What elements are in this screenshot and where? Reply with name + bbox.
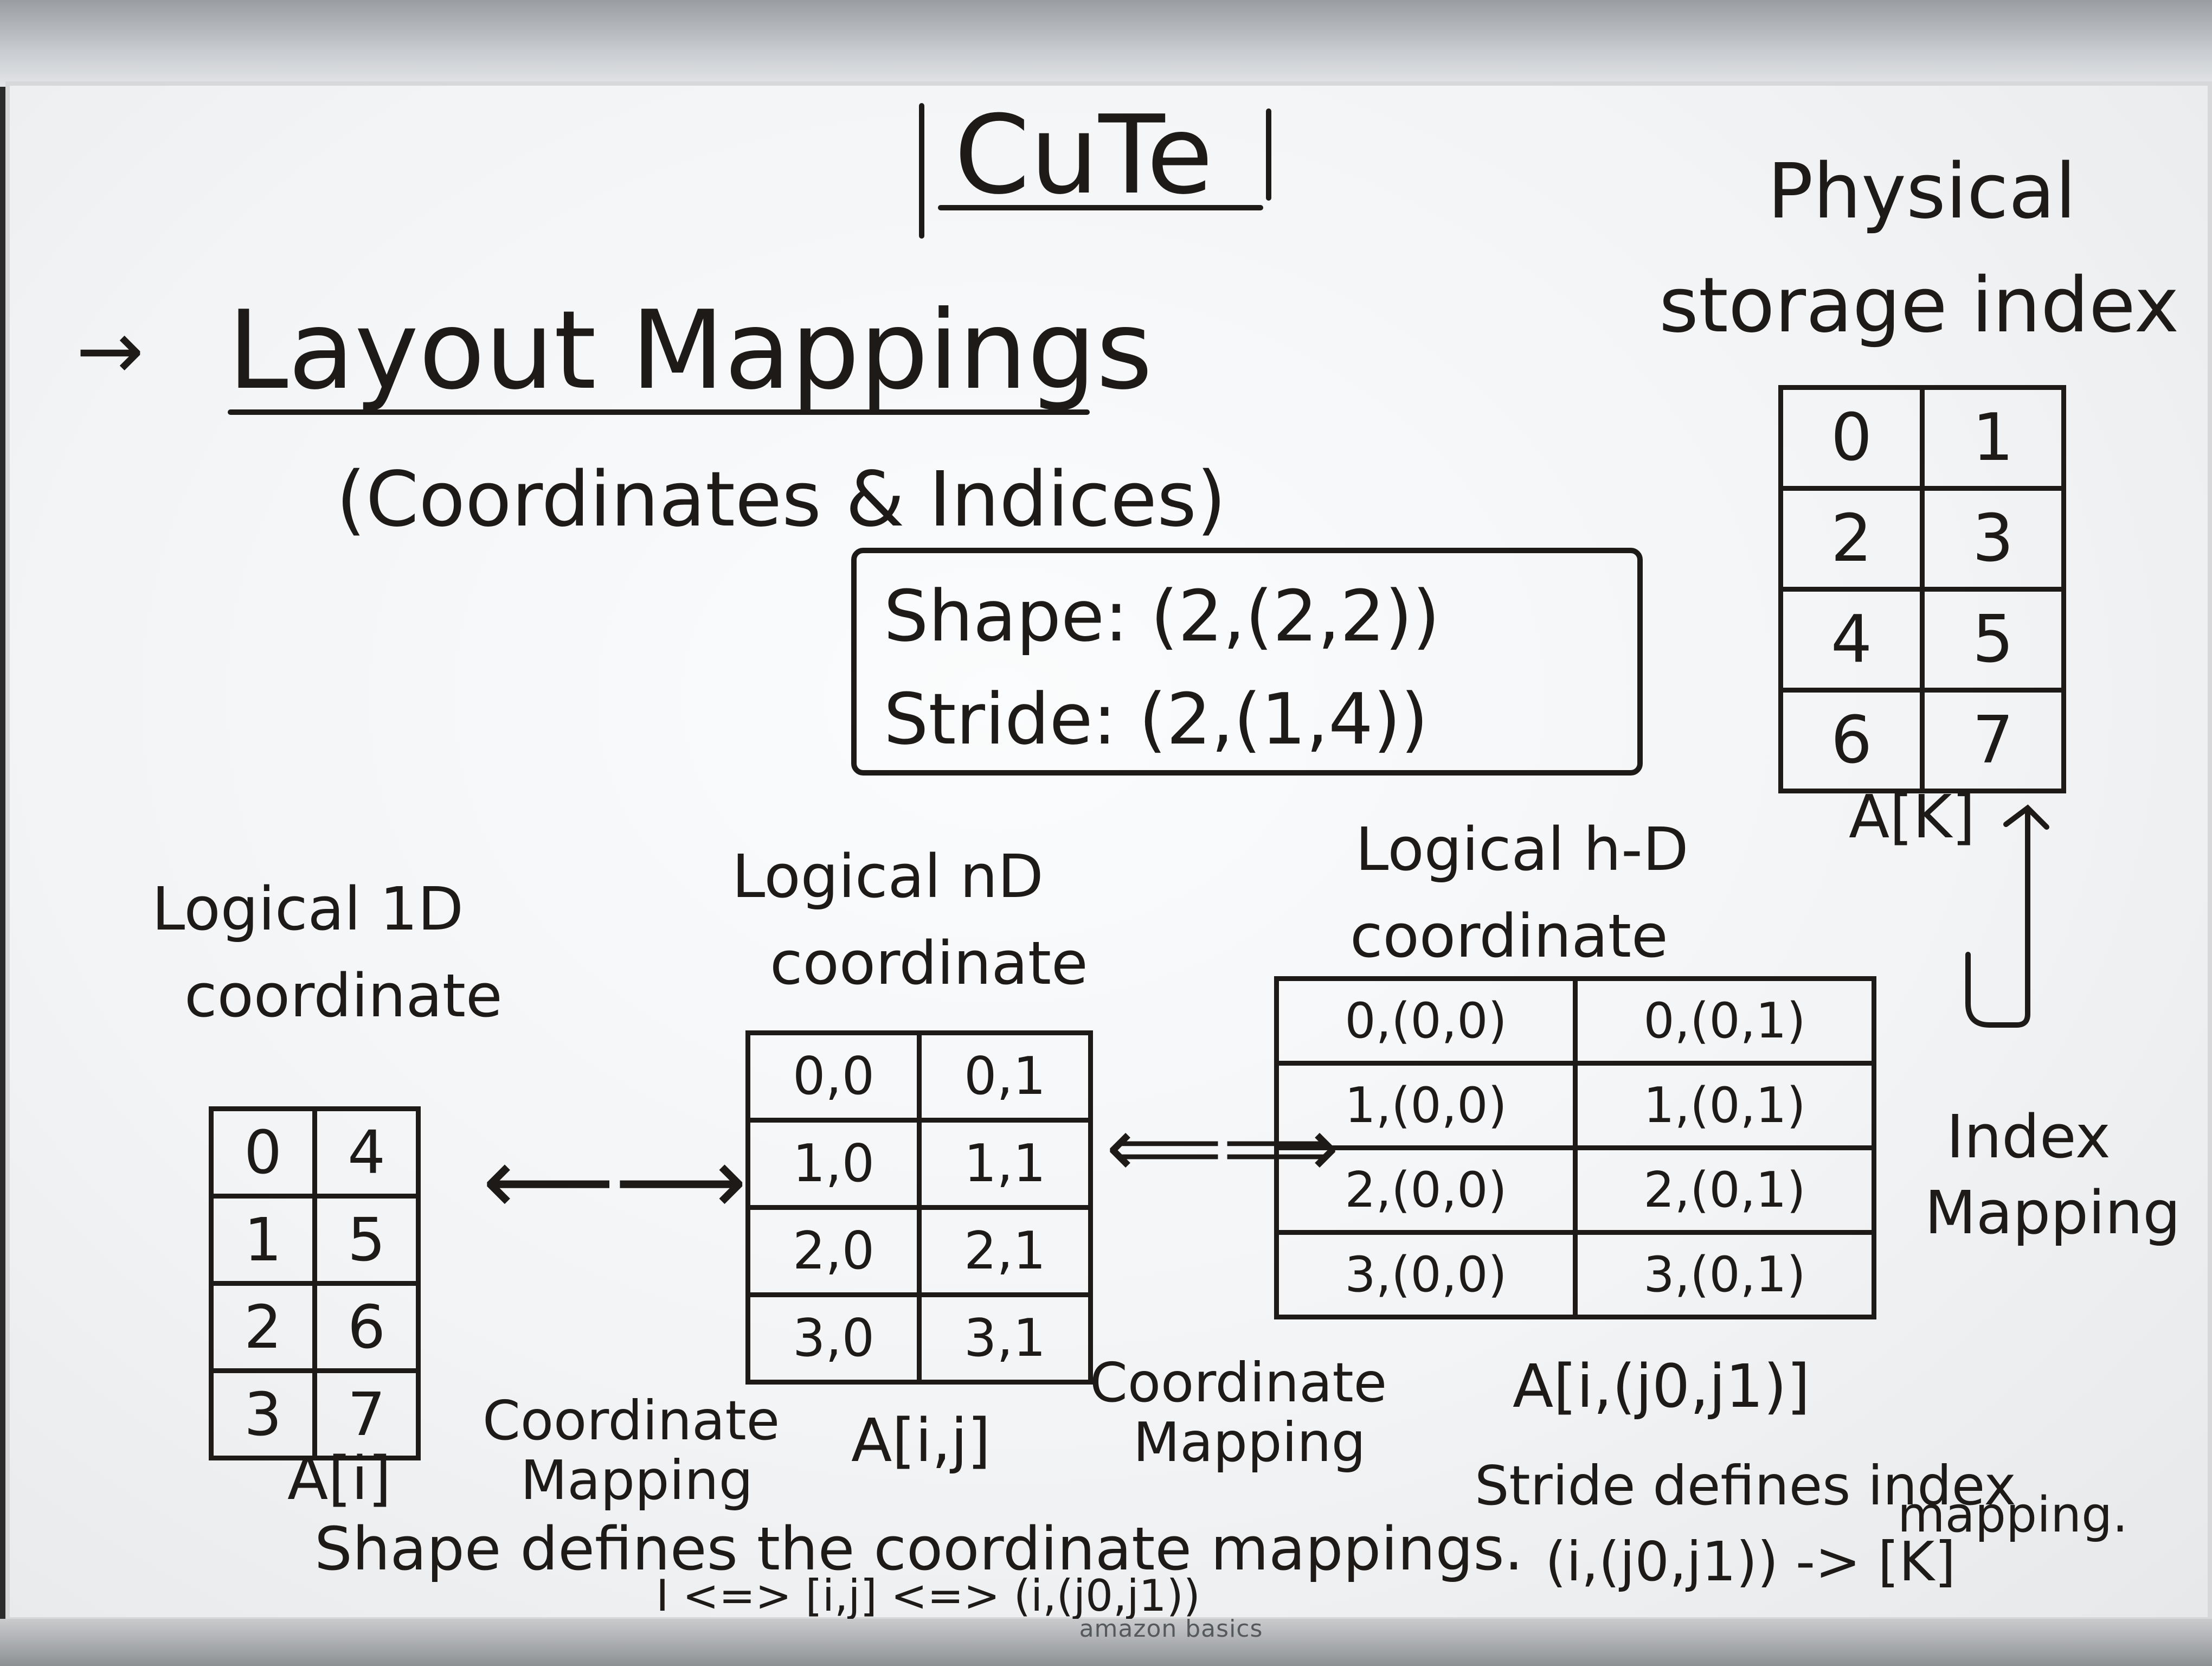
layout-mappings-subheading: (Coordinates & Indices) xyxy=(336,456,1226,544)
coordinate-mapping-2-line1: Coordinate xyxy=(1090,1351,1387,1414)
index-mapping-line1: Index xyxy=(1946,1102,2111,1171)
index-mapping-line2: Mapping xyxy=(1925,1178,2181,1247)
table-row: 1,(0,0)1,(0,1) xyxy=(1274,1061,1876,1150)
grid-cell: 1 xyxy=(209,1194,317,1286)
physical-label-line1: Physical xyxy=(1767,148,2076,236)
grid-cell: 1,1 xyxy=(917,1118,1093,1210)
grid-cell: 5 xyxy=(312,1194,421,1286)
grid-cell: 3,1 xyxy=(917,1292,1093,1385)
stride-definition: Stride: (2,(1,4)) xyxy=(884,678,1429,760)
logical-1d-access: A[i] xyxy=(287,1444,391,1513)
whiteboard-tray xyxy=(0,1619,2212,1666)
grid-cell: 1,0 xyxy=(745,1118,922,1210)
grid-cell: 3 xyxy=(1920,486,2066,592)
logical-hd-label-line1: Logical h-D xyxy=(1355,815,1689,884)
board-title: CuTe xyxy=(954,92,1213,219)
grid-cell: 0,0 xyxy=(745,1030,922,1123)
bullet-arrow-icon: → xyxy=(76,304,144,398)
grid-cell: 7 xyxy=(1920,688,2066,793)
shape-defines-note: Shape defines the coordinate mappings. xyxy=(314,1514,1523,1584)
grid-cell: 3,0 xyxy=(745,1292,922,1385)
title-right-bar xyxy=(1266,108,1271,201)
grid-cell: 2,1 xyxy=(917,1205,1093,1297)
grid-cell: 4 xyxy=(1778,587,1925,693)
grid-cell: 2,(0,0) xyxy=(1274,1145,1578,1235)
heading-underline xyxy=(228,409,1090,415)
table-row: 0,(0,0)0,(0,1) xyxy=(1274,976,1876,1066)
logical-1d-label-line1: Logical 1D xyxy=(152,874,464,944)
grid-cell: 1 xyxy=(1920,385,2066,491)
grid-cell: 0 xyxy=(209,1106,317,1199)
brand-logo: amazon basics xyxy=(1079,1615,1263,1643)
grid-cell: 0 xyxy=(1778,385,1925,491)
grid-cell: 1,(0,1) xyxy=(1573,1061,1876,1150)
table-row: 2,(0,0)2,(0,1) xyxy=(1274,1145,1876,1235)
grid-cell: 6 xyxy=(312,1281,421,1373)
whiteboard-frame-top xyxy=(0,0,2212,87)
index-mapping-loop-icon xyxy=(1965,804,2049,1028)
layout-mappings-heading: Layout Mappings xyxy=(228,287,1153,414)
grid-cell: 2,0 xyxy=(745,1205,922,1297)
logical-1d-label-line2: coordinate xyxy=(184,961,503,1030)
logical-2d-label-line1: Logical nD xyxy=(732,842,1044,911)
grid-cell: 3,(0,1) xyxy=(1573,1230,1876,1319)
shape-definition: Shape: (2,(2,2)) xyxy=(884,575,1440,657)
logical-2d-label-line2: coordinate xyxy=(770,928,1088,998)
shape-stride-box xyxy=(851,548,1643,776)
grid-cell: 7 xyxy=(312,1368,421,1460)
coordinate-mapping-1-line2: Mapping xyxy=(520,1449,754,1512)
shape-chain-note: I <=> [i,j] <=> (i,(j0,j1)) xyxy=(656,1571,1200,1621)
grid-cell: 2 xyxy=(209,1281,317,1373)
grid-cell: 0,1 xyxy=(917,1030,1093,1123)
coordinate-mapping-2-line2: Mapping xyxy=(1133,1411,1366,1474)
grid-cell: 4 xyxy=(312,1106,421,1199)
grid-cell: 1,(0,0) xyxy=(1274,1061,1578,1150)
grid-cell: 6 xyxy=(1778,688,1925,793)
grid-cell: 3,(0,0) xyxy=(1274,1230,1578,1319)
grid-cell: 0,(0,0) xyxy=(1274,976,1578,1066)
grid-cell: 3 xyxy=(209,1368,317,1460)
title-left-bar xyxy=(919,103,924,239)
table-row: 3,(0,0)3,(0,1) xyxy=(1274,1230,1876,1319)
grid-cell: 0,(0,1) xyxy=(1573,976,1876,1066)
logical-hd-access: A[i,(j0,j1)] xyxy=(1513,1351,1810,1421)
physical-access: A[K] xyxy=(1849,782,1976,851)
stride-defines-note: Stride defines index xyxy=(1475,1454,2016,1517)
physical-label-line2: storage index xyxy=(1659,261,2179,350)
grid-cell: 2 xyxy=(1778,486,1925,592)
grid-cell: 5 xyxy=(1920,587,2066,693)
logical-hd-grid: 0,(0,0)0,(0,1) 1,(0,0)1,(0,1) 2,(0,0)2,(… xyxy=(1274,976,1876,1319)
coordinate-mapping-arrow-1-icon: ⟵⟶ xyxy=(483,1128,747,1235)
grid-cell: 2,(0,1) xyxy=(1573,1145,1876,1235)
logical-hd-label-line2: coordinate xyxy=(1350,901,1668,971)
coordinate-mapping-1-line1: Coordinate xyxy=(483,1389,780,1452)
logical-2d-access: A[i,j] xyxy=(851,1406,991,1475)
title-underline xyxy=(938,205,1263,210)
stride-mapping-word: mapping. xyxy=(1898,1486,2128,1543)
stride-chain-note: (i,(j0,j1)) -> [K] xyxy=(1545,1530,1956,1593)
